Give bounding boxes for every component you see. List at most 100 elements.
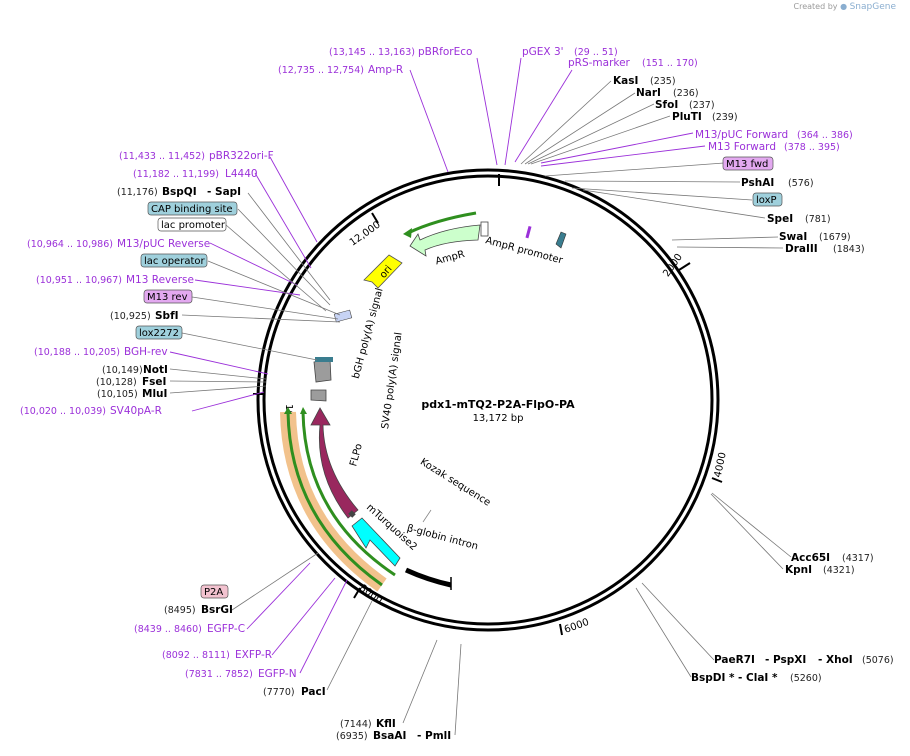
pgex-coord: (29 .. 51) bbox=[574, 47, 618, 58]
lox2272-box bbox=[135, 325, 183, 340]
leader-line bbox=[635, 587, 692, 678]
leader-line bbox=[247, 192, 331, 301]
ampr-primer-coord: (12,735 .. 12,754) bbox=[278, 65, 364, 76]
pmli-label: - PmlI bbox=[417, 730, 451, 742]
leader-line bbox=[231, 552, 319, 611]
egfpn-label: EGFP-N bbox=[258, 668, 297, 680]
ampr-arrow bbox=[409, 224, 481, 257]
bgh-feature bbox=[313, 358, 332, 383]
leader-line bbox=[504, 57, 522, 166]
bspqi-coord: (11,176) bbox=[117, 187, 158, 198]
bgh-label: bGH poly(A) signal bbox=[351, 287, 386, 380]
sv40r-coord: (10,020 .. 10,039) bbox=[20, 406, 106, 417]
green-arc-2 bbox=[301, 411, 396, 577]
sfoi-label: SfoI bbox=[655, 99, 678, 111]
leader-line bbox=[540, 132, 694, 164]
exfpr-label: EXFP-R bbox=[235, 649, 272, 661]
kfli-coord: (7144) bbox=[340, 719, 372, 730]
egfpc-label: EGFP-C bbox=[207, 623, 245, 635]
leader-line bbox=[269, 156, 318, 243]
leader-line bbox=[181, 314, 341, 323]
swai-coord: (1679) bbox=[819, 232, 851, 243]
fsei-label: FseI bbox=[142, 376, 166, 388]
kozak-marker bbox=[348, 510, 356, 518]
leader-line bbox=[299, 579, 348, 674]
spei-coord: (781) bbox=[805, 214, 831, 225]
bsaai-label: BsaAI bbox=[373, 730, 406, 742]
leader-line bbox=[237, 208, 331, 306]
sfoi-coord: (237) bbox=[689, 100, 715, 111]
leader-line bbox=[207, 260, 341, 316]
leader-line bbox=[476, 57, 498, 166]
sbfi-label: SbfI bbox=[155, 310, 179, 322]
xhoi-coord: (5076) bbox=[862, 655, 894, 666]
prs-label: pRS-marker bbox=[568, 57, 631, 69]
leader-line bbox=[524, 92, 636, 165]
prs-coord: (151 .. 170) bbox=[642, 58, 698, 69]
pluti-coord: (239) bbox=[712, 112, 738, 123]
leader-line bbox=[530, 115, 671, 165]
sbfi-coord: (10,925) bbox=[110, 311, 151, 322]
pbrforeco-label: pBRforEco bbox=[418, 46, 472, 58]
p2a-box bbox=[200, 584, 229, 599]
draiii-coord: (1843) bbox=[833, 244, 865, 255]
m13fwd-box bbox=[722, 156, 774, 171]
leader-line bbox=[514, 69, 573, 163]
leader-line bbox=[169, 368, 267, 380]
leader-line bbox=[564, 180, 741, 183]
leader-line bbox=[225, 224, 327, 312]
leader-line bbox=[246, 562, 311, 630]
tick-label: 12,000 bbox=[348, 219, 383, 248]
pbr322-coord: (11,433 .. 11,452) bbox=[119, 151, 205, 162]
leader-line bbox=[409, 69, 449, 173]
pshai-label: PshAI bbox=[741, 177, 774, 189]
egfpc-coord: (8439 .. 8460) bbox=[134, 624, 202, 635]
leader-line bbox=[191, 391, 265, 412]
tick-mark bbox=[559, 623, 563, 636]
lac-operator-box bbox=[140, 253, 208, 268]
loxp-site bbox=[555, 231, 567, 249]
mlui-coord: (10,105) bbox=[97, 389, 138, 400]
lox2272-mark bbox=[315, 357, 333, 362]
leader-line bbox=[181, 332, 318, 361]
ampr-label: AmpR bbox=[434, 249, 466, 267]
kozak-label: Kozak sequence bbox=[418, 457, 492, 509]
backbone-inner bbox=[262, 174, 714, 626]
m13pucrev-coord: (10,964 .. 10,986) bbox=[27, 239, 113, 250]
leader-line bbox=[271, 577, 336, 656]
leader-line bbox=[544, 162, 725, 177]
leader-line bbox=[671, 236, 779, 241]
sbfi-region bbox=[333, 309, 353, 323]
egfpn-coord: (7831 .. 7852) bbox=[185, 669, 253, 680]
backbone-outer bbox=[256, 168, 720, 632]
leader-line bbox=[209, 242, 298, 286]
pbr322-label: pBR322ori-F bbox=[209, 150, 274, 162]
leader-line bbox=[520, 80, 612, 165]
lac-promoter-text: lac promoter bbox=[161, 220, 226, 231]
tick-label: 4000 bbox=[713, 451, 729, 478]
l4440-label: L4440 bbox=[225, 168, 258, 180]
leader-line bbox=[169, 380, 267, 383]
pbrforeco-coord: (13,145 .. 13,163) bbox=[329, 47, 415, 58]
kfli-label: KflI bbox=[376, 718, 396, 730]
pgex-label: pGEX 3' bbox=[522, 46, 564, 58]
plasmid-size: 13,172 bp bbox=[473, 413, 524, 424]
pluti-label: PluTI bbox=[672, 111, 702, 123]
bsaai-coord: (6935) bbox=[336, 731, 368, 742]
bsrgi-coord: (8495) bbox=[164, 605, 196, 616]
globin-label: β-globin intron bbox=[406, 523, 480, 553]
m13fwd-text: M13 fwd bbox=[726, 159, 768, 170]
leader-line bbox=[402, 639, 438, 724]
leader-line bbox=[169, 385, 267, 394]
m13puc-label: M13/pUC Forward bbox=[695, 129, 788, 141]
leader-line bbox=[710, 493, 784, 570]
leader-line bbox=[527, 103, 655, 165]
m13f-coord: (378 .. 395) bbox=[784, 142, 840, 153]
m13rev-coord: (10,951 .. 10,967) bbox=[36, 275, 122, 286]
flpo-label: FLPo bbox=[348, 442, 365, 467]
swai-label: SwaI bbox=[779, 231, 807, 243]
tick-mark bbox=[711, 477, 723, 483]
m13rev-text: M13 rev bbox=[147, 292, 188, 303]
clai-coord: (5260) bbox=[790, 673, 822, 684]
leader-line bbox=[191, 296, 339, 320]
